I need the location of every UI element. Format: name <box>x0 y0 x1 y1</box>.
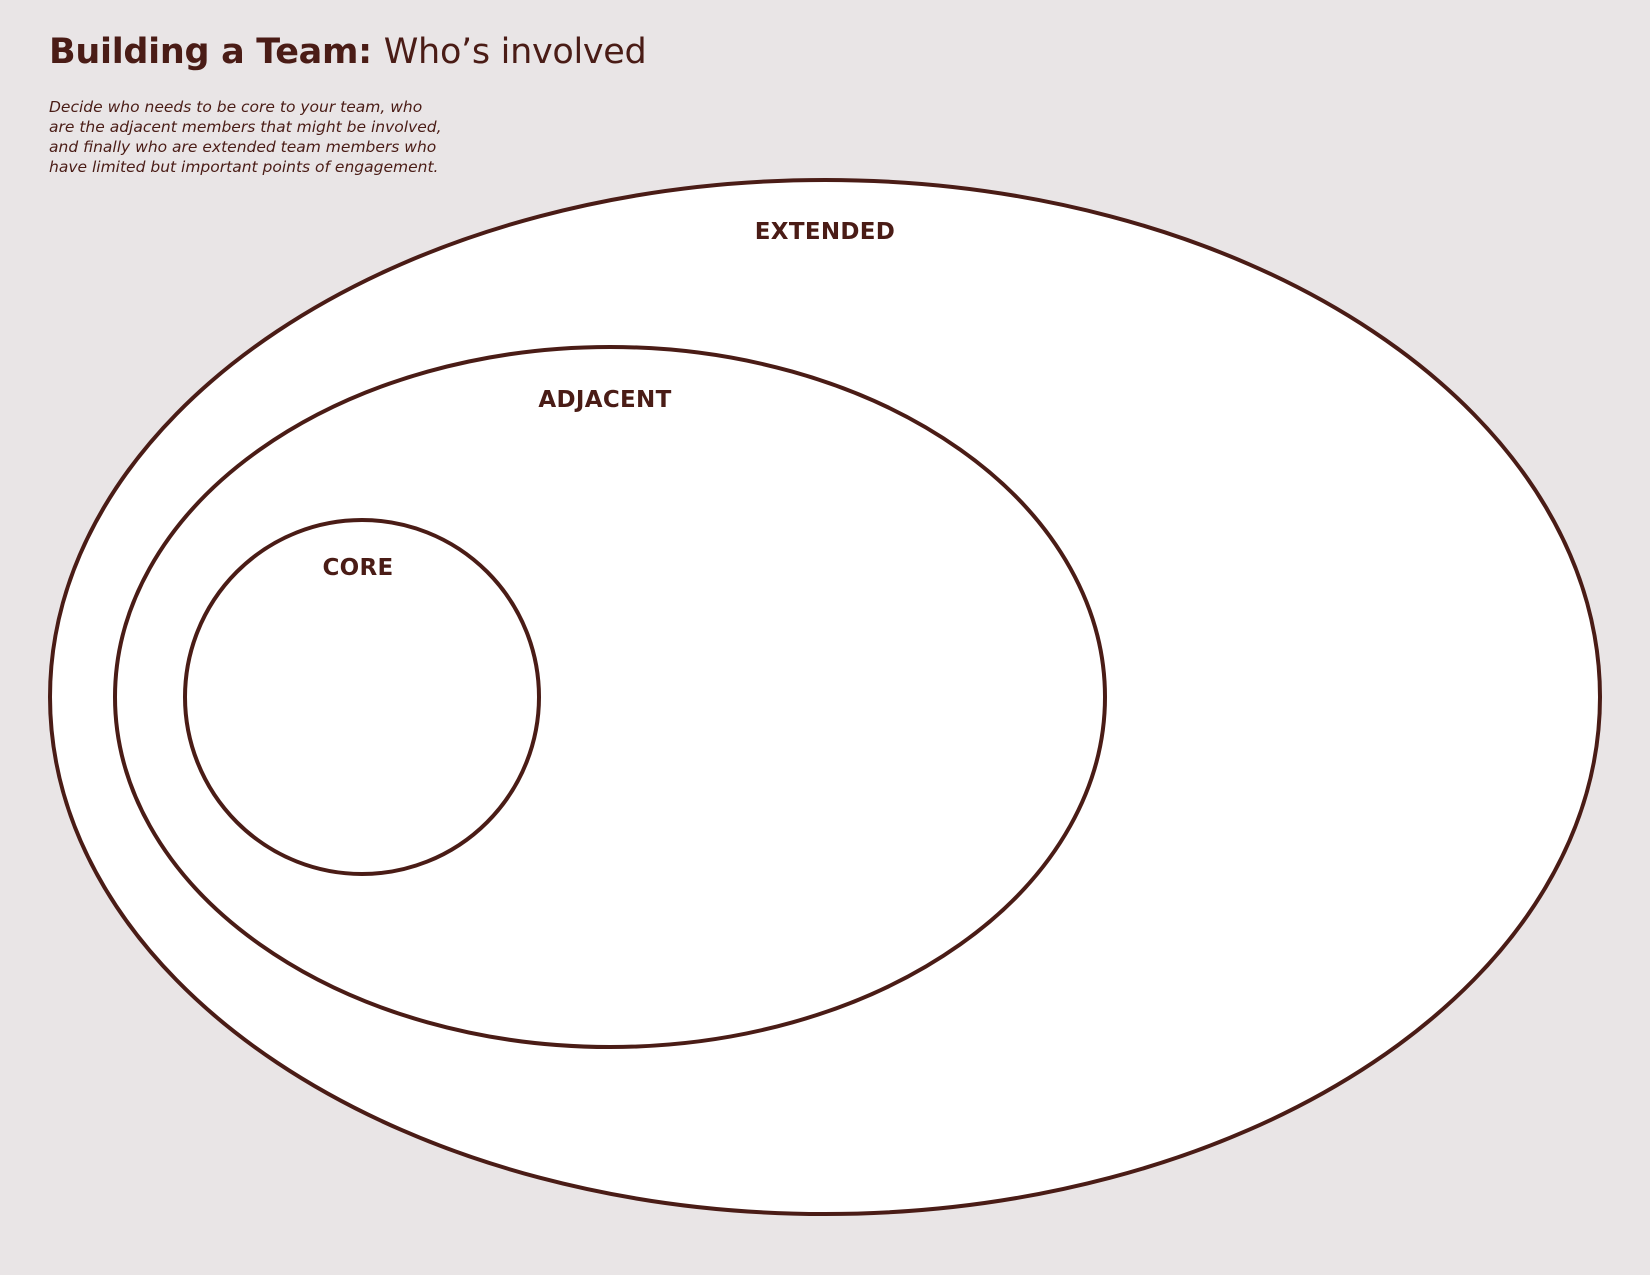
extended-ring-label: EXTENDED <box>755 219 895 245</box>
intro-line: and finally who are extended team member… <box>49 138 437 156</box>
adjacent-ring-label: ADJACENT <box>538 387 671 413</box>
intro-text: Decide who needs to be core to your team… <box>49 97 489 177</box>
intro-line: have limited but important points of eng… <box>49 158 439 176</box>
intro-line: Decide who needs to be core to your team… <box>49 98 423 116</box>
page-title: Building a Team: Who’s involved <box>49 28 647 76</box>
core-ring-group: CORE <box>183 518 541 876</box>
core-ring-label: CORE <box>322 555 393 581</box>
page-title-bold: Building a Team: <box>49 32 372 72</box>
page-title-light: Who’s involved <box>383 32 647 72</box>
core-ring[interactable] <box>183 518 541 876</box>
intro-line: are the adjacent members that might be i… <box>49 118 442 136</box>
